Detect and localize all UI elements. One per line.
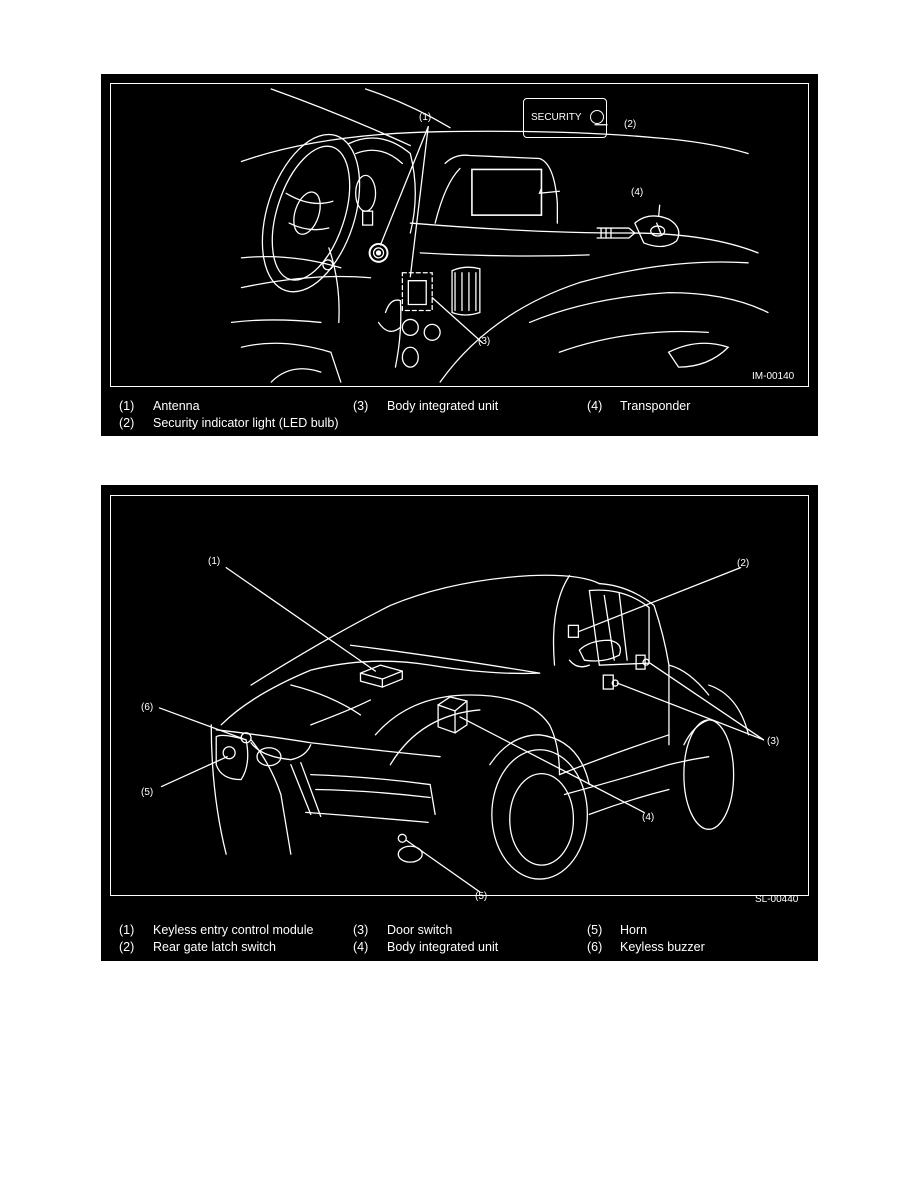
figure-code: SL-00440 [755,894,799,905]
legend-num: (2) [119,940,135,954]
legend-num: (6) [587,940,603,954]
keyless-entry-legend: (1) Keyless entry control module (3) Doo… [101,922,818,958]
legend-text: Transponder [620,399,691,413]
legend-text: Keyless entry control module [153,923,314,937]
callout-2: (2) [737,558,750,569]
legend-text: Door switch [387,923,453,937]
callout-4: (4) [631,187,644,198]
keyless-entry-illustration: (1) (2) (3) (4) (5) (5) (6) SL-00440 [110,495,809,905]
callout-2: (2) [624,119,637,130]
legend-text: Horn [620,923,648,937]
legend-num: (3) [353,923,369,937]
legend-text: Rear gate latch switch [153,940,276,954]
legend-num: (2) [119,416,135,430]
callout-4: (4) [642,812,655,823]
legend-text: Antenna [153,399,200,413]
legend-text: Keyless buzzer [620,940,705,954]
immobilizer-illustration: SECURITY (1) (2) (3) (4) IM-00140 [110,83,809,387]
callout-3: (3) [478,336,491,347]
figure-code: IM-00140 [752,371,795,382]
security-label: SECURITY [531,112,582,123]
dashboard-line-drawing [230,88,769,383]
legend-num: (1) [119,923,135,937]
legend-num: (5) [587,923,603,937]
legend-text: Body integrated unit [387,399,499,413]
callout-5: (5) [141,787,154,798]
legend-num: (4) [353,940,369,954]
legend-num: (4) [587,399,603,413]
legend-text: Security indicator light (LED bulb) [153,416,339,430]
security-led-circle [590,110,604,124]
vehicle-line-drawing [158,566,765,893]
callout-3: (3) [767,736,780,747]
callout-1: (1) [419,112,432,123]
legend-num: (1) [119,399,135,413]
immobilizer-figure: SECURITY (1) (2) (3) (4) IM-00140 (1) An… [101,74,818,436]
security-indicator-bubble: SECURITY [523,98,607,138]
keyless-entry-figure: (1) (2) (3) (4) (5) (5) (6) SL-00440 (1)… [101,485,818,961]
callout-5: (5) [475,891,488,902]
legend-num: (3) [353,399,369,413]
legend-text: Body integrated unit [387,940,499,954]
callout-6: (6) [141,702,154,713]
immobilizer-legend: (1) Antenna (3) Body integrated unit (4)… [101,398,818,434]
callout-1: (1) [208,556,221,567]
